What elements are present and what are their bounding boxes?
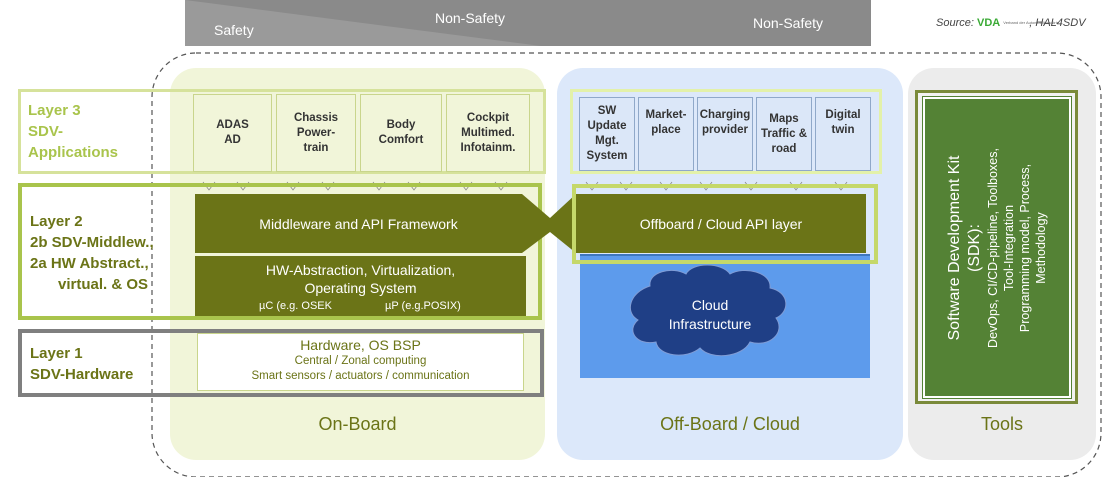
layer2-frame xyxy=(18,183,542,320)
middleware-shape xyxy=(195,194,866,253)
app-marketplace: Market-place xyxy=(638,97,694,171)
non-safety-label: Non-Safety xyxy=(435,10,506,26)
middleware-api-framework: Middleware and API Framework xyxy=(259,215,458,232)
tools-label: Tools xyxy=(980,414,1024,434)
offboard-apps-frame xyxy=(570,89,882,174)
safety-label: Safety xyxy=(214,22,254,38)
non-safety-label-2: Non-Safety xyxy=(753,15,824,31)
onboard-label: On-Board xyxy=(318,414,397,434)
sdk-box xyxy=(922,96,1072,399)
layer1-frame xyxy=(18,329,544,397)
hw-abstraction-label: HW-Abstraction, Virtualization,Operating… xyxy=(265,262,456,296)
source-note: Source: VDA Verband der Automobilindustr… xyxy=(936,17,1086,29)
offboard-label: Off-Board / Cloud xyxy=(660,414,800,434)
up-label: µP (e.g.POSIX) xyxy=(385,300,461,312)
cloud-api-frame xyxy=(572,184,878,264)
layer3-frame xyxy=(18,89,546,174)
hardware-box xyxy=(197,333,524,391)
vda-logo: VDA xyxy=(976,17,1001,29)
safety-banner xyxy=(185,0,871,46)
uc-label: µC (e.g. OSEK xyxy=(259,300,332,312)
hw-abstraction-box xyxy=(195,256,526,316)
hardware-text: Hardware, OS BSP Central / Zonal computi… xyxy=(251,337,470,382)
sdk-text: Software Development Kit (SDK): DevOps, … xyxy=(946,148,1048,348)
cloud-api-layer: Offboard / Cloud API layer xyxy=(639,215,803,232)
